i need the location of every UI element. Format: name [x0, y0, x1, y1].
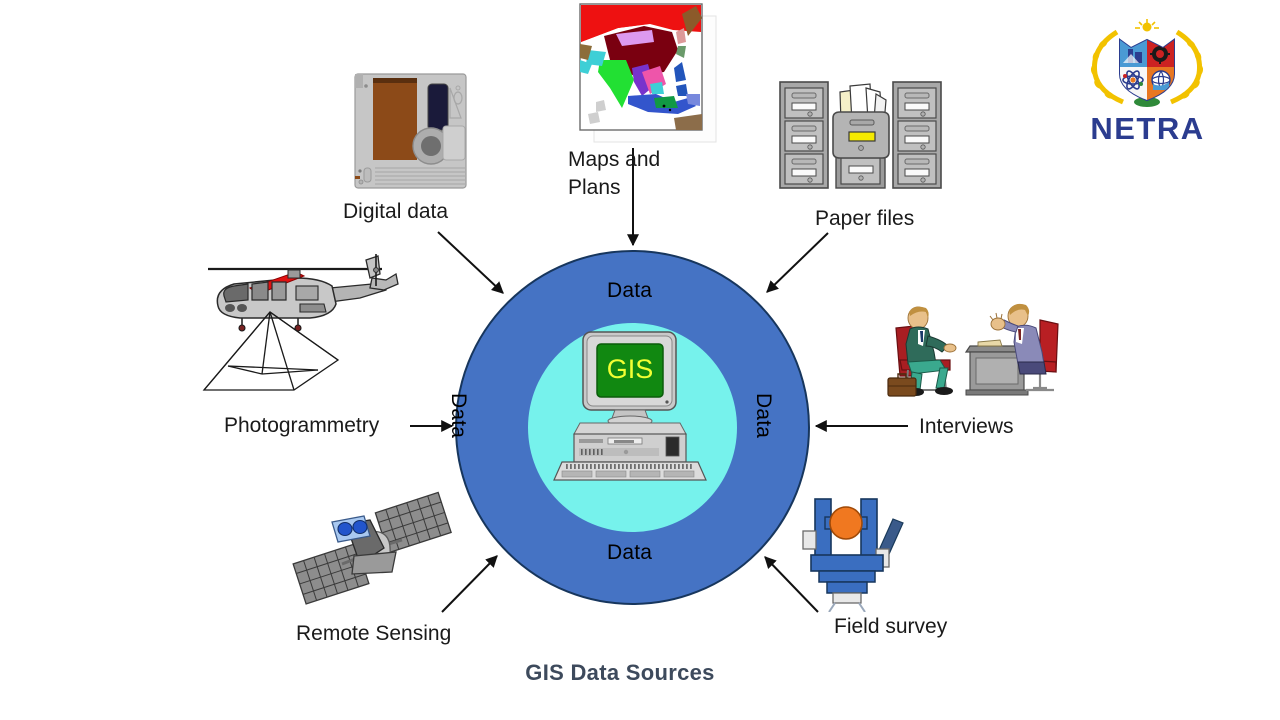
- ring-label-left: Data: [447, 393, 470, 439]
- label-photogrammetry: Photogrammetry: [224, 414, 380, 437]
- theodolite-icon: [802, 498, 904, 612]
- label-maps-and-plans: Maps and Plans: [568, 146, 660, 202]
- disk-cartridge-icon: [354, 73, 467, 189]
- netra-crest-icon: [1090, 19, 1204, 107]
- filing-cabinets-icon: [779, 81, 942, 189]
- gis-computer-icon: GIS: [553, 331, 707, 481]
- label-digital-data: Digital data: [343, 200, 449, 223]
- satellite-icon: [292, 491, 452, 605]
- helicopter-icon: [202, 254, 399, 391]
- label-interviews: Interviews: [919, 415, 1014, 438]
- arrow-digital-data: [437, 231, 504, 294]
- label-maps-and-plans-line2: Plans: [568, 176, 621, 199]
- asia-map-icon: [579, 3, 717, 143]
- label-paper-files: Paper files: [815, 207, 915, 230]
- label-remote-sensing: Remote Sensing: [296, 622, 452, 645]
- label-field-survey: Field survey: [834, 615, 948, 638]
- arrow-paper-files: [766, 232, 829, 293]
- ring-label-bottom: Data: [607, 541, 653, 564]
- ring-label-right: Data: [752, 393, 775, 439]
- label-maps-and-plans-line1: Maps and: [568, 148, 661, 171]
- netra-logo: NETRA: [1065, 18, 1230, 146]
- gis-screen-text: GIS: [607, 354, 654, 384]
- interview-people-icon: [887, 303, 1059, 397]
- page-title: GIS Data Sources: [525, 660, 715, 685]
- ring-label-top: Data: [607, 279, 653, 302]
- netra-logo-text: NETRA: [1090, 111, 1205, 146]
